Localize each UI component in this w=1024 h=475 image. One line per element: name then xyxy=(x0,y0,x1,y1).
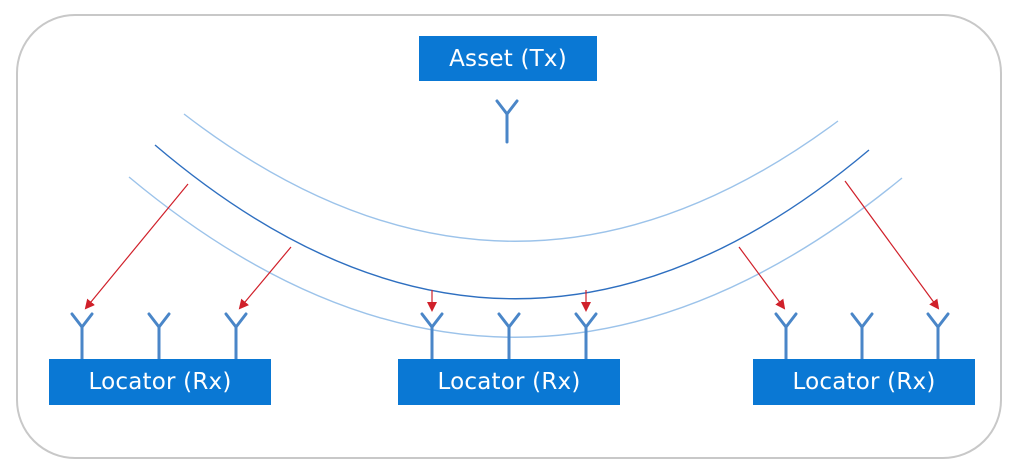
antenna-icon xyxy=(774,312,798,361)
antenna-icon xyxy=(850,312,874,361)
antenna-icon xyxy=(224,312,248,361)
locator-box-center: Locator (Rx) xyxy=(398,359,620,405)
wavefront-inner xyxy=(183,113,839,242)
locator-label: Locator (Rx) xyxy=(437,369,581,395)
wavefronts xyxy=(128,113,903,338)
locator-label: Locator (Rx) xyxy=(88,369,232,395)
arrow-icon xyxy=(844,180,940,310)
antenna-icon xyxy=(420,312,444,361)
antenna-icon xyxy=(147,312,171,361)
antenna-icon xyxy=(70,312,94,361)
wavefront-outer xyxy=(128,176,903,338)
arrow-icon xyxy=(738,246,786,310)
arrow-icon xyxy=(238,246,292,310)
diagram-frame xyxy=(16,14,1002,459)
antenna-icon xyxy=(495,99,519,144)
asset-box: Asset (Tx) xyxy=(419,36,597,81)
receiver-antennas xyxy=(70,312,950,361)
locator-box-right: Locator (Rx) xyxy=(753,359,975,405)
locator-box-left: Locator (Rx) xyxy=(49,359,271,405)
arrival-arrows xyxy=(84,180,940,312)
antenna-icon xyxy=(574,312,598,361)
asset-label: Asset (Tx) xyxy=(449,45,567,72)
locator-label: Locator (Rx) xyxy=(792,369,936,395)
antenna-icon xyxy=(497,312,521,361)
arrow-icon xyxy=(84,183,189,310)
antenna-icon xyxy=(926,312,950,361)
wavefront-main xyxy=(154,144,870,300)
